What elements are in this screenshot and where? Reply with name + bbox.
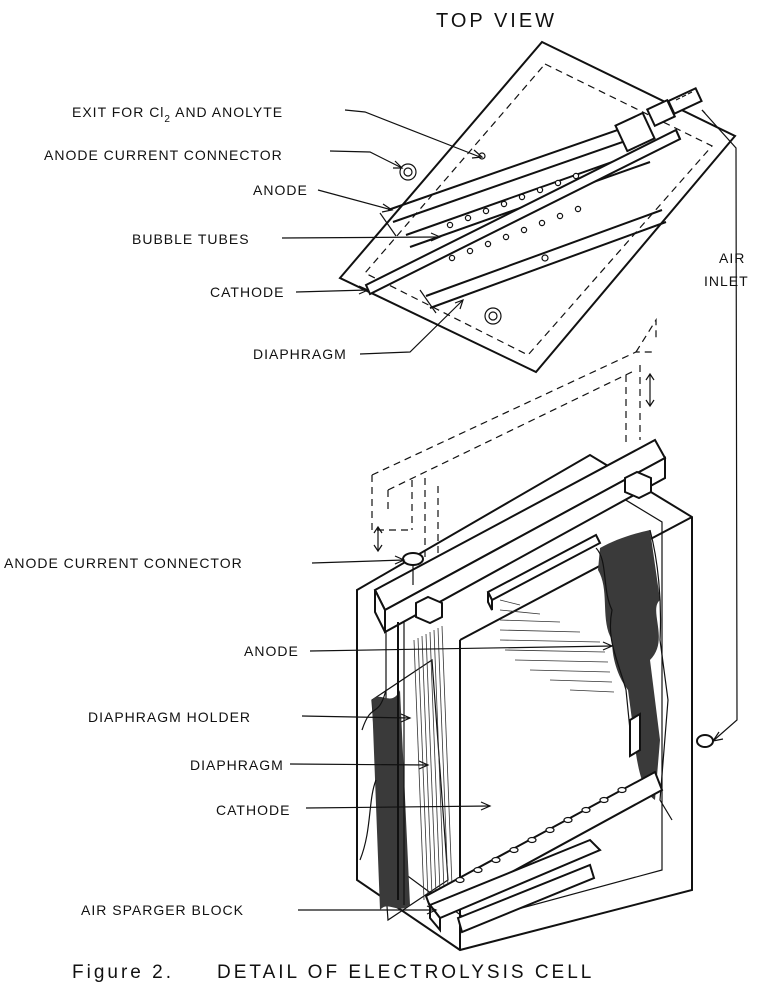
label-anode-cell: ANODE bbox=[244, 643, 299, 659]
label-inlet: INLET bbox=[704, 273, 749, 289]
label-cathode-top: CATHODE bbox=[210, 284, 284, 300]
top-view-plate bbox=[338, 40, 737, 374]
top-view-labels: EXIT FOR Cl2 AND ANOLYTE ANODE CURRENT C… bbox=[44, 104, 749, 362]
label-diaphragm-top: DIAPHRAGM bbox=[253, 346, 347, 362]
anode-hatching bbox=[499, 599, 615, 693]
top-view-leaders bbox=[281, 109, 738, 742]
label-bubble-tubes: BUBBLE TUBES bbox=[132, 231, 250, 247]
cell-leaders bbox=[289, 555, 614, 915]
caption-text: DETAIL OF ELECTROLYSIS CELL bbox=[217, 962, 594, 983]
label-anode-current-connector-cell: ANODE CURRENT CONNECTOR bbox=[4, 555, 243, 571]
caption-figure-number: Figure 2. bbox=[72, 962, 174, 983]
label-diaphragm-holder: DIAPHRAGM HOLDER bbox=[88, 709, 251, 725]
anode-connector-icon bbox=[399, 163, 417, 181]
diaphragm-hatching bbox=[413, 625, 453, 901]
cell-labels: ANODE CURRENT CONNECTOR ANODE DIAPHRAGM … bbox=[4, 555, 299, 918]
top-view-title: TOP VIEW bbox=[436, 10, 557, 32]
label-air-sparger-block: AIR SPARGER BLOCK bbox=[81, 902, 244, 918]
label-air: AIR bbox=[719, 250, 745, 266]
sparger-holes bbox=[455, 786, 627, 884]
label-exit: EXIT FOR Cl2 AND ANOLYTE bbox=[72, 104, 283, 125]
lower-connector-icon bbox=[484, 307, 502, 325]
label-anode-top: ANODE bbox=[253, 182, 308, 198]
cell-body bbox=[356, 438, 714, 952]
exploded-lid-outline bbox=[371, 317, 657, 560]
figure-caption: Figure 2. DETAIL OF ELECTROLYSIS CELL bbox=[72, 962, 594, 983]
label-cathode-cell: CATHODE bbox=[216, 802, 290, 818]
label-diaphragm-cell: DIAPHRAGM bbox=[190, 757, 284, 773]
air-inlet-fitting bbox=[614, 86, 703, 153]
label-anode-current-connector-top: ANODE CURRENT CONNECTOR bbox=[44, 147, 283, 163]
bubble-tube-holes bbox=[446, 152, 582, 262]
